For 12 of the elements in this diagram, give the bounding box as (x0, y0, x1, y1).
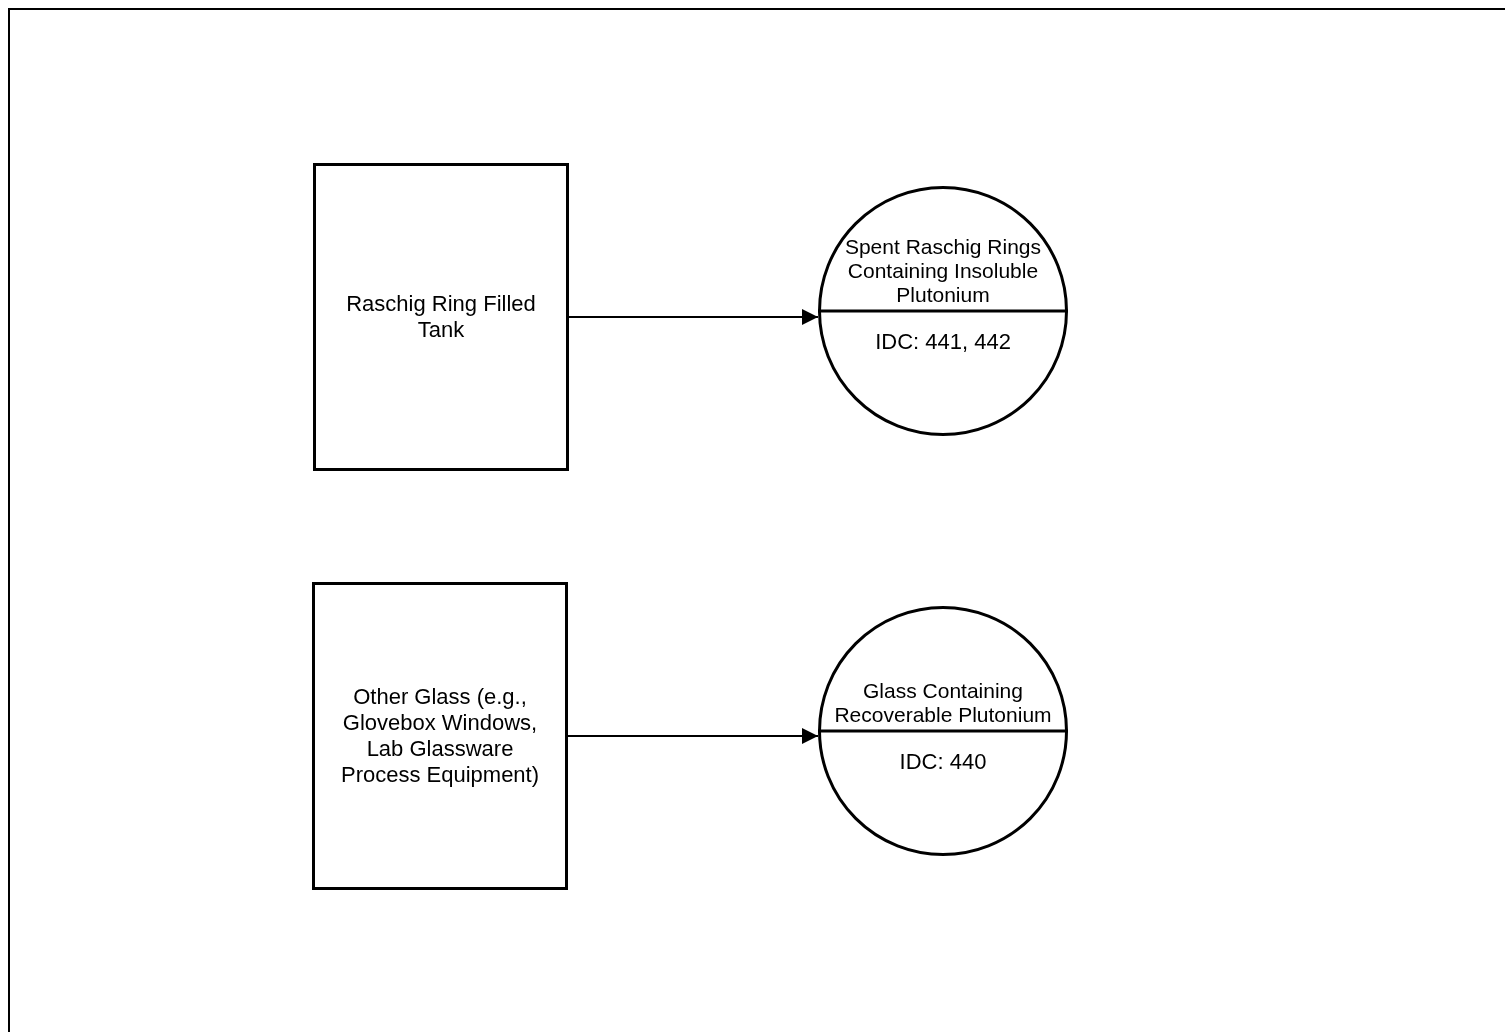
arrow (568, 309, 819, 325)
output-circle (818, 186, 1068, 436)
idc-code: IDC: 441, 442 (874, 329, 1012, 355)
box-label: Raschig Ring Filled Tank (345, 291, 537, 343)
idc-code: IDC: 440 (898, 749, 988, 775)
circle-heading: Glass Containing Recoverable Plutonium (833, 678, 1053, 727)
process-box (312, 582, 568, 890)
box-label: Other Glass (e.g., Glovebox Windows, Lab Glassware Process Equipment) (339, 684, 541, 788)
process-box (313, 163, 569, 471)
circle-heading: Spent Raschig Rings Containing Insoluble Plutonium (843, 234, 1043, 307)
arrow (567, 728, 819, 744)
output-circle (818, 606, 1068, 856)
